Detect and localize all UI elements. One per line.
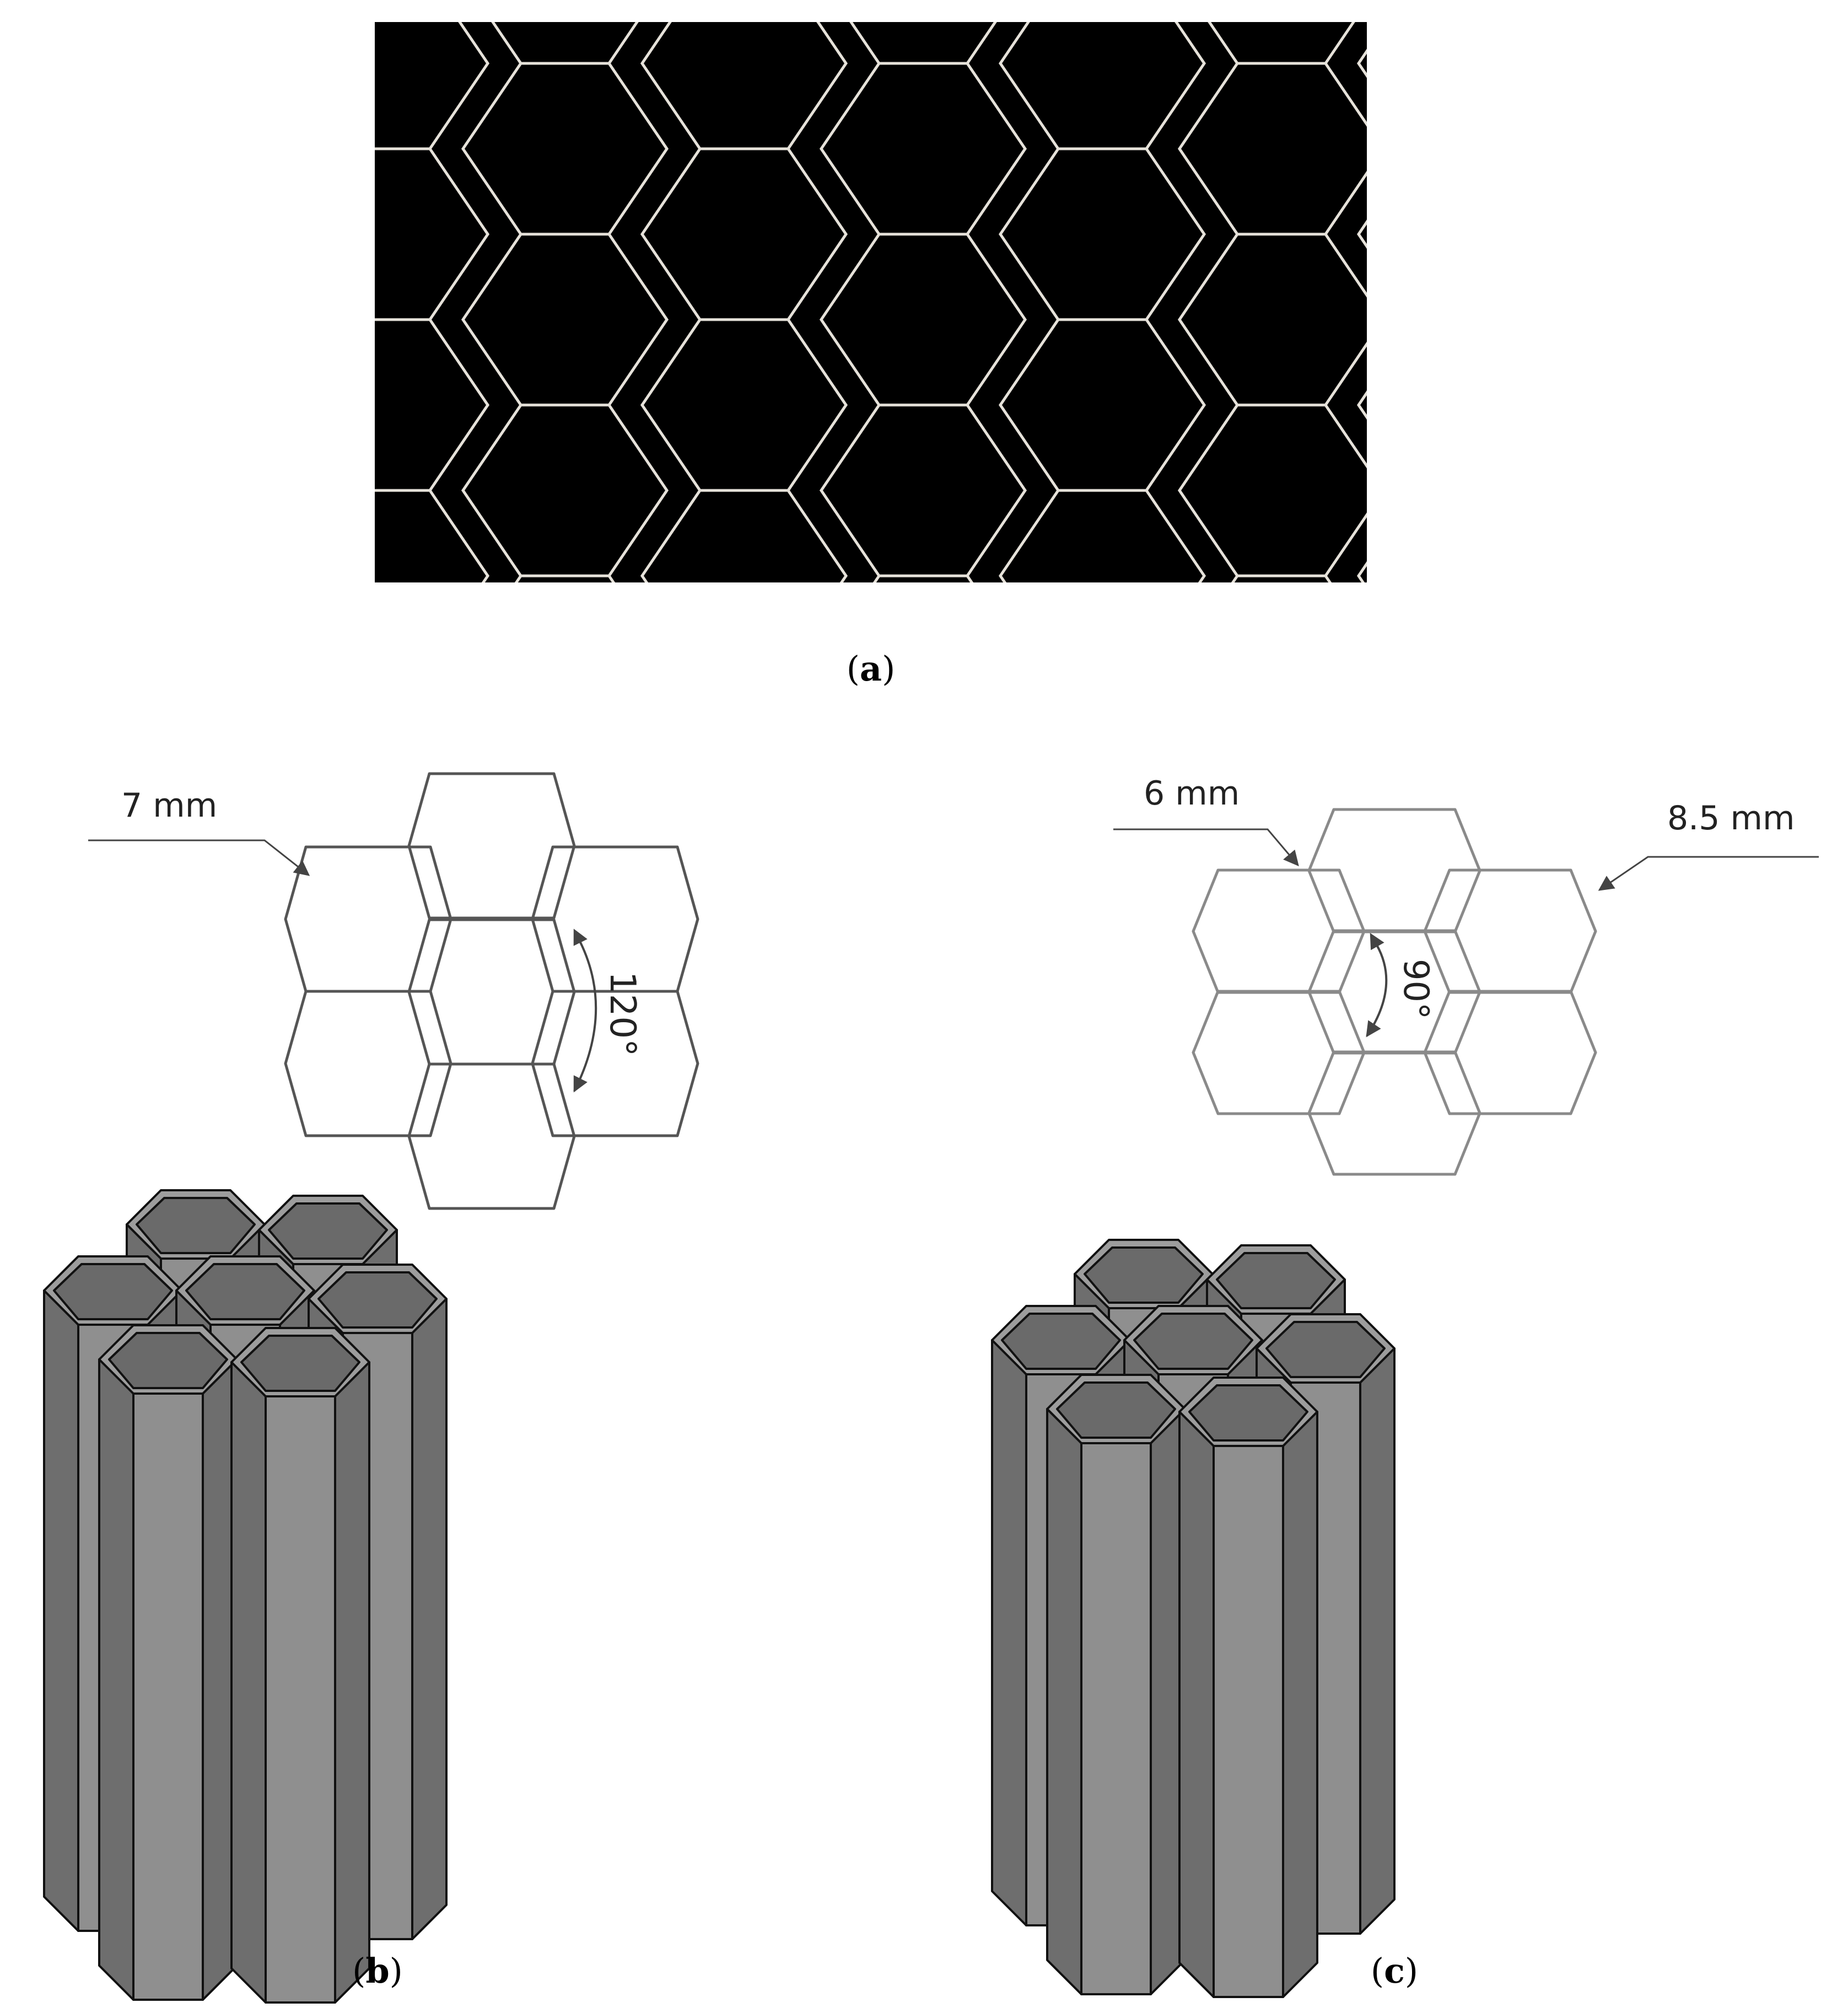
prism-side-face	[1213, 1445, 1284, 1998]
photo-cell	[105, 576, 309, 747]
panel-b-diagram: 7 mm 120°	[88, 772, 699, 1210]
prism-opening	[1056, 1381, 1176, 1439]
caption-b: (b)	[352, 1951, 403, 1991]
photo-cell	[1356, 390, 1367, 420]
photo-cell	[872, 574, 974, 582]
prism-side-face	[1080, 1442, 1152, 1995]
prism-opening	[136, 1197, 256, 1254]
photo-cell	[998, 489, 1206, 582]
prism-side-face	[98, 1358, 134, 2001]
dimension-arrow-b	[88, 839, 310, 876]
honeycomb-photo-mesh	[105, 0, 1563, 917]
panel-c-diagram: 6 mm 8.5 mm 90°	[1113, 774, 1819, 1176]
prism-side-face	[1046, 1408, 1082, 1995]
dimension-label-c-right: 8.5 mm	[1667, 799, 1795, 838]
photo-cell	[105, 63, 309, 234]
photo-cell	[375, 22, 490, 150]
photo-cell	[375, 318, 490, 492]
photo-cell	[1359, 661, 1563, 832]
photo-cell	[375, 147, 490, 321]
prism-side-face	[230, 1361, 267, 2004]
prism-side-face	[1359, 1347, 1396, 1935]
prism-opening	[268, 1202, 388, 1260]
photo-cell	[1356, 48, 1367, 78]
prism-opening	[240, 1335, 360, 1392]
hex-cell	[1423, 990, 1597, 1115]
photo-cell	[640, 489, 848, 582]
prism-opening	[1084, 1246, 1204, 1304]
prism-opening	[1265, 1321, 1386, 1378]
prism-side-face	[43, 1289, 79, 1932]
dimension-arrow-c-right	[1598, 856, 1819, 891]
prism-opening	[1133, 1313, 1253, 1370]
prism-side-face	[334, 1361, 370, 2004]
caption-a: (a)	[847, 649, 896, 689]
angle-arrow-c	[1366, 933, 1388, 1038]
hex-cell	[531, 990, 699, 1137]
model-3d-c	[991, 1239, 1396, 1998]
hex-cell	[1307, 1050, 1481, 1176]
caption-c: (c)	[1371, 1951, 1418, 1991]
prism-side-face	[1178, 1411, 1215, 1998]
photo-cell	[375, 489, 490, 582]
photo-cell	[642, 661, 846, 832]
prism-side-face	[1282, 1411, 1318, 1998]
photo-cell	[1356, 219, 1367, 249]
prism-side-face	[411, 1298, 448, 1940]
hex-cell	[284, 990, 452, 1137]
angle-label-c: 90°	[1396, 959, 1436, 1019]
photo-cell	[105, 405, 309, 576]
photo-cell	[105, 234, 309, 405]
photo-background	[375, 22, 1367, 582]
prism-opening	[108, 1332, 228, 1389]
hex-cell	[407, 772, 576, 920]
prism-opening	[317, 1271, 438, 1329]
prism-opening	[185, 1263, 305, 1320]
hex-cell	[284, 845, 452, 993]
angle-arrow-b	[573, 929, 597, 1093]
prism-opening	[1188, 1384, 1308, 1442]
hex-cell	[407, 1062, 576, 1210]
photo-cell	[1356, 561, 1367, 582]
photo-cell	[105, 747, 309, 917]
angle-label-b: 120°	[602, 971, 643, 1056]
photo-cell	[284, 661, 488, 832]
hexagon-cells-c	[1192, 808, 1597, 1176]
dimension-label-c-left: 6 mm	[1144, 774, 1240, 813]
photo-cell	[821, 747, 1025, 917]
hex-cell	[407, 918, 576, 1066]
photo-cell	[105, 0, 309, 63]
prism-side-face	[265, 1395, 336, 2004]
model-3d-b	[43, 1189, 448, 2004]
prism-opening	[1001, 1313, 1121, 1370]
prism-side-face	[132, 1392, 204, 2001]
prism-side-face	[991, 1339, 1027, 1926]
dimension-arrow-c-left	[1113, 828, 1299, 867]
dimension-label-b: 7 mm	[121, 786, 217, 825]
prism-opening	[53, 1263, 173, 1320]
hex-cell	[531, 845, 699, 993]
photo-cell	[1231, 574, 1332, 582]
panel-a-photo	[105, 0, 1563, 917]
photo-cell	[514, 574, 616, 582]
prism-opening	[1216, 1252, 1336, 1309]
